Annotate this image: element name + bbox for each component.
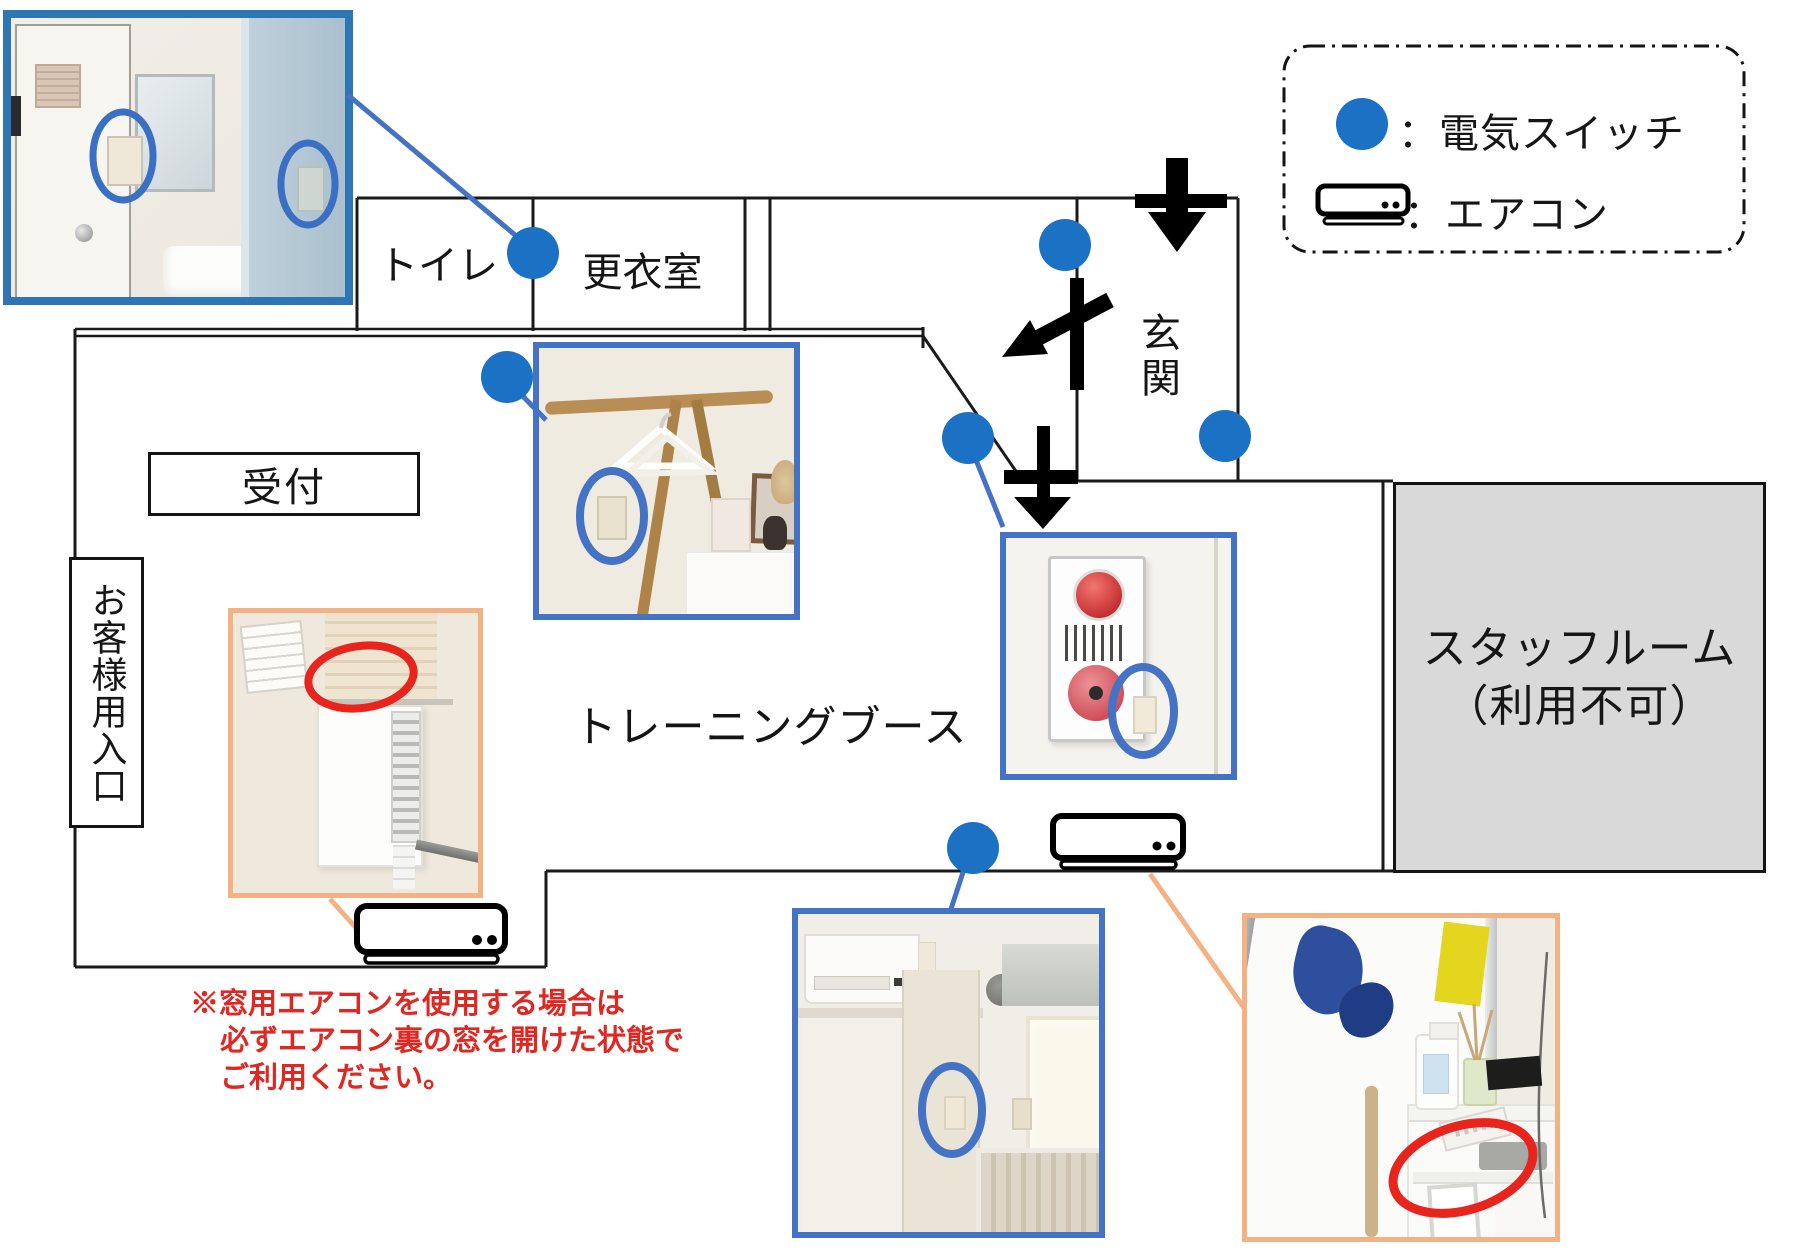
photo-booth-room-switch [792, 908, 1105, 1238]
legend-switch-dot [1336, 98, 1388, 150]
staff-room-label-line1: スタッフルーム [1422, 624, 1737, 674]
switch-plate-2 [1012, 1098, 1032, 1130]
dried-flowers [771, 460, 794, 504]
wall-lines [73, 196, 1393, 969]
staff-room-area: スタッフルーム （利用不可） [1393, 482, 1766, 873]
room-label-customer-entrance: お客様用入口 [86, 581, 128, 804]
entrance-arrow-lower-icon [1004, 426, 1078, 529]
hangers [607, 412, 720, 478]
switch-dot-booth-wall [942, 412, 994, 464]
photo-booth-switch-alarm [1000, 532, 1237, 780]
legend-switch-label: ：電気スイッチ [1398, 112, 1685, 156]
diagonal-wall [921, 335, 1024, 481]
curtain-cabinet [976, 1148, 1099, 1232]
sanitizer-bottle [1415, 1022, 1459, 1110]
ac-icon-window-unit [354, 903, 508, 965]
dark-vase [763, 516, 787, 550]
remote-circle-mark [1388, 1118, 1538, 1218]
door-knob [75, 224, 93, 242]
reception-label-box: 受付 [148, 452, 420, 516]
switch-dot-entrance-left [1039, 219, 1091, 271]
ac-icon-training-booth [1050, 813, 1186, 870]
alarm-lamp [1073, 569, 1125, 621]
window-blind [325, 613, 437, 699]
customer-entrance-label-box: お客様用入口 [69, 557, 144, 828]
switch-circle-mark [918, 1062, 986, 1158]
room-label-reception: 受付 [242, 466, 326, 510]
connector-lines-blue [346, 93, 1006, 910]
door-edge [1214, 538, 1218, 774]
door-vent [35, 64, 81, 108]
room-label-changing-room: 更衣室 [582, 251, 703, 295]
switch-dot-toilet [507, 227, 559, 279]
warning-line-1: ※窓用エアコンを使用する場合は [190, 988, 626, 1020]
beam [798, 1008, 983, 1018]
room-label-entrance: 玄関 [1135, 312, 1179, 402]
entrance-arrow-top-icon [1135, 158, 1227, 252]
room-label-training-booth: トレーニングブース [573, 704, 968, 752]
switch-dot-changing-room [481, 351, 533, 403]
switch-circle-marks [89, 108, 339, 229]
legend-box-border [1282, 44, 1746, 254]
ac-icon-legend [1315, 183, 1411, 226]
switch-plate [944, 1096, 966, 1130]
wall-ac-unit [804, 934, 920, 1004]
connector-lines-orange [328, 872, 1247, 1010]
staff-room-label-line2: （利用不可） [1444, 681, 1715, 731]
photo-changing-room-switch [533, 342, 800, 620]
warning-line-3: ご利用ください。 [220, 1062, 453, 1095]
left-door-panel [802, 1018, 907, 1232]
switch-dot-booth-bottom [947, 822, 999, 874]
ac-control-panel [393, 845, 415, 889]
photo-window-air-conditioner [228, 608, 483, 898]
room-label-toilet: トイレ [378, 244, 498, 288]
alarm-grille [1065, 625, 1127, 661]
legend-ac-label: ：エアコン [1404, 193, 1609, 237]
wall-sign [11, 96, 21, 136]
photo-ac-remote-shelf [1242, 913, 1560, 1242]
alarm-unit [1048, 556, 1146, 742]
window [1026, 1016, 1099, 1162]
window-ac-warning-text: ※窓用エアコンを使用する場合は 必ずエアコン裏の窓を開けた状態で ご利用ください… [190, 986, 684, 1097]
entrance-arrow-mid-icon [1002, 278, 1114, 390]
ac-vent-column [391, 711, 421, 843]
switch-plate [597, 496, 627, 540]
ac-circle-mark [304, 641, 418, 713]
photo-card [711, 498, 751, 552]
curtain-rail-box [1002, 944, 1099, 1006]
wood-stick [1365, 1086, 1378, 1237]
alarm-bell-center [1089, 686, 1103, 700]
door-bar-vertical [1070, 278, 1084, 390]
switch-circle-mark [576, 467, 648, 565]
switch-plate-2 [297, 166, 325, 212]
switch-dot-entrance-right [1199, 410, 1251, 462]
switch-plate-1 [107, 136, 143, 186]
warning-line-2: 必ずエアコン裏の窓を開けた状態で [220, 1025, 685, 1058]
photo-toilet-switches [3, 10, 353, 305]
double-wall-line [75, 327, 923, 338]
switch-circle-mark [1108, 663, 1178, 759]
switch-plate [1133, 696, 1157, 734]
